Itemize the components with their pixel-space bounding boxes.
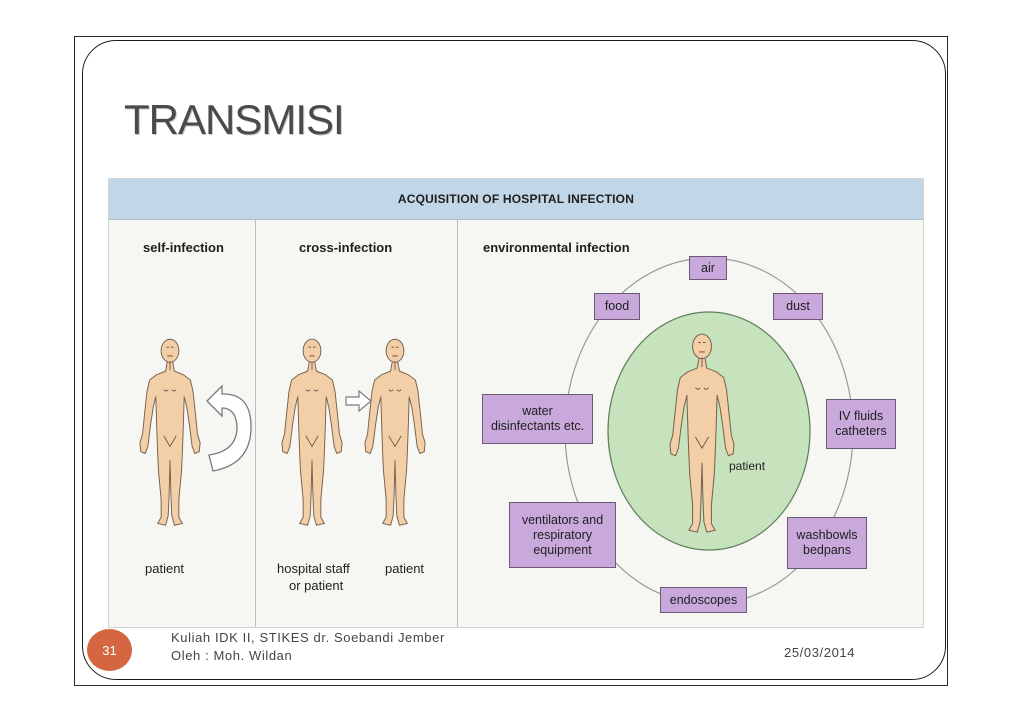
figure-banner-title: ACQUISITION OF HOSPITAL INFECTION	[397, 192, 635, 206]
self-infection-arrow	[206, 384, 252, 472]
source-iv-fluids: IV fluids catheters	[826, 399, 896, 449]
column-divider-1	[255, 219, 256, 627]
footer-course-line: Kuliah IDK II, STIKES dr. Soebandi Jembe…	[171, 630, 445, 645]
self-patient-figure	[139, 338, 201, 526]
footer-date: 25/03/2014	[784, 645, 856, 660]
source-ventilators: ventilators and respiratory equipment	[509, 502, 616, 568]
cross-infection-arrow	[345, 389, 372, 413]
cross-patient-figure	[364, 338, 426, 526]
page-frame	[74, 36, 948, 686]
self-infection-heading: self-infection	[143, 240, 224, 255]
page-number-badge: 31	[87, 629, 132, 671]
staff-label-line2: or patient	[289, 578, 344, 593]
source-food: food	[594, 293, 640, 320]
cross-patient-label: patient	[385, 561, 425, 576]
figure-banner: ACQUISITION OF HOSPITAL INFECTION	[109, 179, 923, 220]
cross-infection-heading: cross-infection	[299, 240, 393, 255]
source-air: air	[689, 256, 727, 280]
infection-figure: ACQUISITION OF HOSPITAL INFECTION	[108, 178, 924, 628]
staff-label-line1: hospital staff	[277, 561, 350, 576]
slide	[82, 40, 946, 680]
slide-title: TRANSMISI	[124, 96, 345, 143]
footer-author-line: Oleh : Moh. Wildan	[171, 648, 293, 663]
environment-patient-label: patient	[729, 459, 766, 473]
self-patient-label: patient	[145, 561, 185, 576]
page-number: 31	[102, 642, 117, 658]
source-washbowls: washbowls bedpans	[787, 517, 867, 569]
source-endoscopes: endoscopes	[660, 587, 747, 613]
column-divider-2	[457, 219, 458, 627]
environmental-infection-heading: environmental infection	[483, 240, 630, 255]
source-dust: dust	[773, 293, 823, 320]
source-water: water disinfectants etc.	[482, 394, 593, 444]
staff-figure	[281, 338, 343, 526]
